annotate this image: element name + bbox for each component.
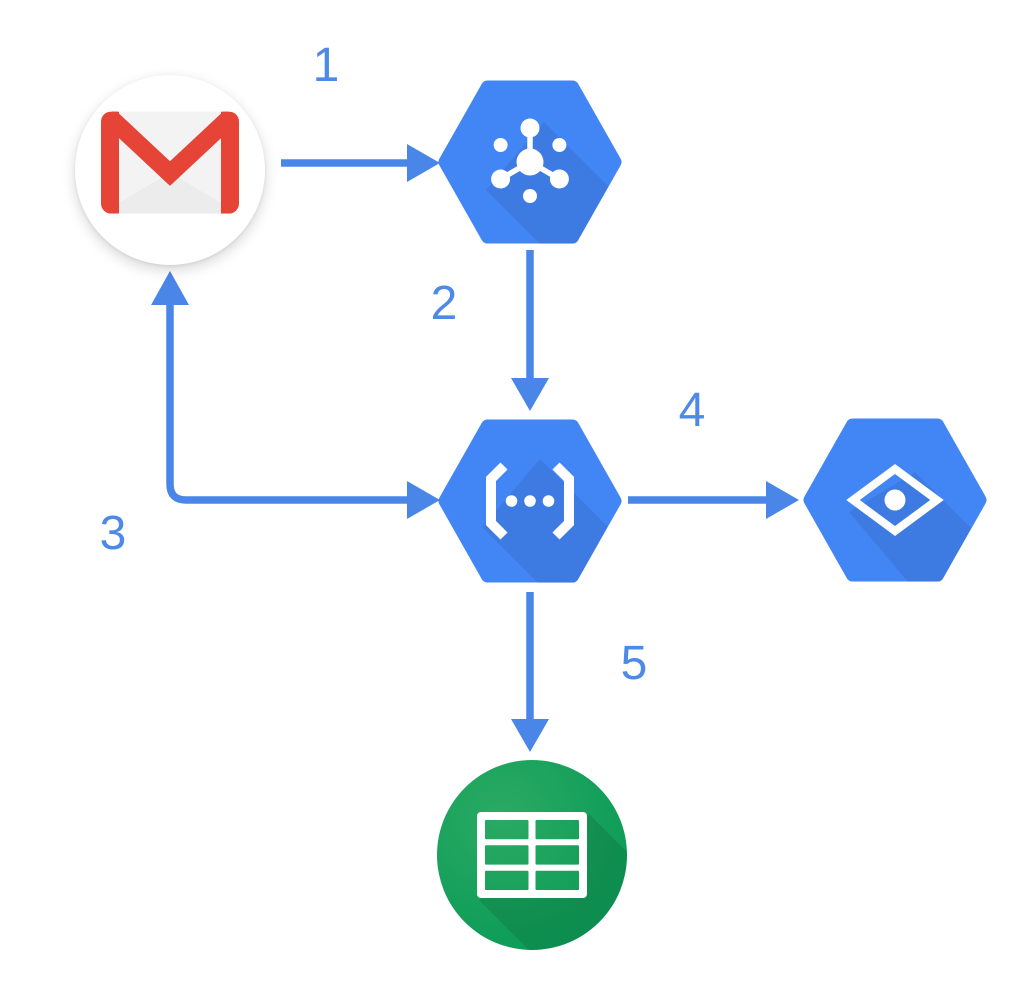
arrowhead-right	[407, 144, 440, 182]
arrowhead-right	[407, 481, 440, 519]
arrowhead-right	[766, 481, 799, 519]
arrowhead-up	[151, 271, 189, 305]
cloud-functions-node	[430, 411, 630, 591]
arrow-2	[511, 250, 549, 411]
arrow-1	[281, 144, 440, 182]
pubsub-glyph	[491, 118, 569, 203]
step-label-1: 1	[312, 39, 340, 92]
functions-glyph	[486, 462, 574, 540]
envelope-fold-shading	[101, 172, 239, 214]
envelope-left-bar	[101, 111, 119, 214]
arrow-3	[151, 271, 440, 519]
arrow-5	[511, 592, 549, 752]
sheets-table-glyph	[477, 812, 587, 898]
envelope-right-bar	[221, 111, 239, 214]
envelope-m-flap	[101, 111, 239, 186]
arrowhead-down	[511, 719, 549, 752]
long-shadow	[482, 459, 622, 583]
gmail-node	[75, 75, 265, 265]
step-label-5: 5	[620, 637, 648, 690]
arrowhead-down	[511, 378, 549, 411]
vision-hexagon-icon	[803, 418, 987, 582]
sheets-node	[432, 755, 632, 955]
step-label-2: 2	[430, 277, 458, 330]
pubsub-node	[430, 72, 630, 252]
step-label-3: 3	[99, 507, 127, 560]
step-label-4: 4	[678, 384, 706, 437]
pubsub-hexagon-icon	[438, 80, 622, 244]
vision-node	[795, 410, 995, 590]
cloud-functions-hexagon-icon	[438, 419, 622, 583]
vision-eye-glyph	[846, 464, 944, 536]
arrow-4	[628, 481, 799, 519]
sheets-icon	[437, 760, 627, 950]
gmail-icon	[101, 111, 239, 214]
